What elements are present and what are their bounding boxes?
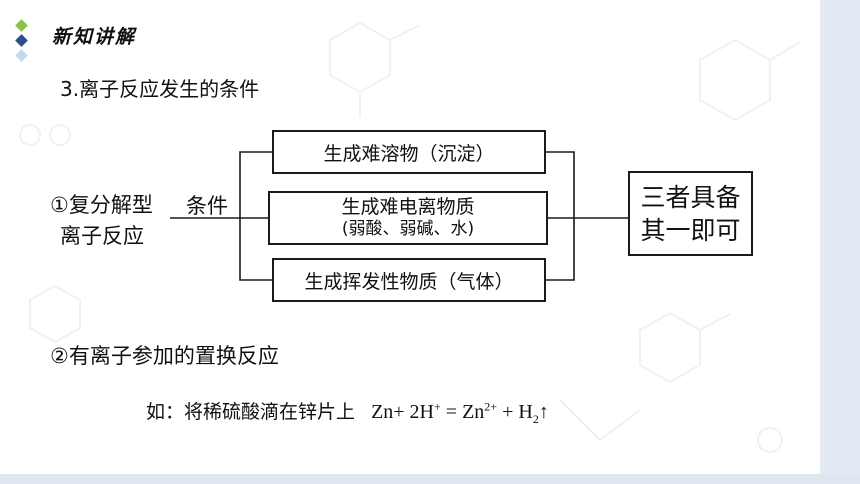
bottom-decor-strip	[0, 474, 860, 484]
precipitate-text: 生成难溶物（沉淀）	[323, 142, 495, 165]
conclusion-line1: 三者具备	[640, 182, 741, 212]
right-decor-strip	[820, 0, 860, 484]
eq-sup-b: 2+	[484, 399, 498, 414]
eq-sub-c: 2	[532, 412, 539, 426]
condition-label: 条件	[186, 194, 228, 218]
gas-box: 生成挥发性物质（气体）	[272, 258, 546, 302]
weak-electrolyte-text: 生成难电离物质	[341, 196, 475, 218]
example-line: 如：将稀硫酸滴在锌片上 Zn+ 2H+ = Zn2+ + H2↑	[146, 397, 549, 427]
precipitate-box: 生成难溶物（沉淀）	[272, 130, 546, 174]
example-prefix: 如：将稀硫酸滴在锌片上	[146, 401, 356, 423]
eq-sup-a: +	[434, 399, 441, 414]
eq-part-c: + H	[497, 401, 533, 423]
weak-electrolyte-box: 生成难电离物质 (弱酸、弱碱、水)	[268, 191, 548, 245]
metathesis-label: ①复分解型 离子反应	[50, 190, 153, 252]
eq-part-b: = Zn	[440, 401, 485, 423]
metathesis-label-line2: 离子反应	[60, 224, 144, 248]
conclusion-line2: 其一即可	[640, 215, 741, 245]
eq-part-a: Zn+ 2H	[371, 401, 435, 423]
metathesis-label-line1: ①复分解型	[50, 193, 153, 217]
gas-arrow-icon: ↑	[538, 401, 549, 423]
page-heading: 3.离子反应发生的条件	[60, 77, 260, 101]
reaction-equation: Zn+ 2H+ = Zn2+ + H2↑	[371, 399, 549, 426]
displacement-item: ②有离子参加的置换反应	[50, 344, 279, 368]
gas-text: 生成挥发性物质（气体）	[304, 270, 514, 293]
section-title: 新知讲解	[52, 26, 137, 48]
conclusion-box: 三者具备 其一即可	[628, 171, 753, 256]
weak-electrolyte-examples: (弱酸、弱碱、水)	[341, 219, 475, 239]
